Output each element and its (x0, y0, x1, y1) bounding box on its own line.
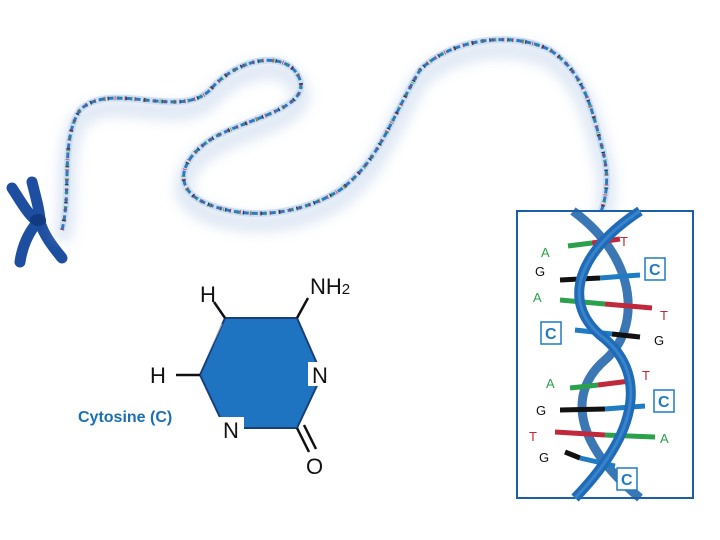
cytosine-boxed-labels: C C C C (540, 257, 675, 491)
bond (302, 424, 318, 450)
caption-cytosine: Cytosine (C) (78, 409, 172, 426)
base-label-right: T (620, 234, 628, 249)
base-label-left: G (535, 264, 545, 279)
atom-h-left: H (150, 363, 166, 388)
base-label-right: G (654, 333, 664, 348)
dna-strand-icon (58, 36, 611, 231)
atom-n-right: N (312, 363, 328, 388)
base-label-left: A (533, 290, 542, 305)
chromosome-icon (6, 176, 68, 268)
boxed-c-label: C (649, 262, 661, 279)
base-label-right: T (660, 308, 668, 323)
atom-o: O (306, 454, 323, 479)
base-labels: A G A A G T G T T G T A (529, 234, 669, 465)
cytosine-structure: H NH2 N H N O (150, 274, 350, 479)
bond (295, 297, 310, 319)
base-label-left: T (529, 429, 537, 444)
atom-h-top: H (200, 282, 216, 307)
bond (212, 301, 227, 319)
bond (295, 427, 311, 453)
base-label-right: T (642, 368, 650, 383)
boxed-c-label: C (658, 394, 670, 411)
boxed-c-label: C (621, 472, 633, 489)
base-label-left: A (546, 376, 555, 391)
double-helix-icon (554, 206, 656, 502)
boxed-c-label: C (545, 326, 557, 343)
base-label-left: A (541, 245, 550, 260)
base-label-left: G (539, 450, 549, 465)
pyrimidine-ring (198, 317, 324, 429)
base-label-left: G (536, 403, 546, 418)
base-label-right: A (660, 431, 669, 446)
atom-n-bottom: N (223, 418, 239, 443)
atom-nh2: NH2 (310, 274, 350, 299)
